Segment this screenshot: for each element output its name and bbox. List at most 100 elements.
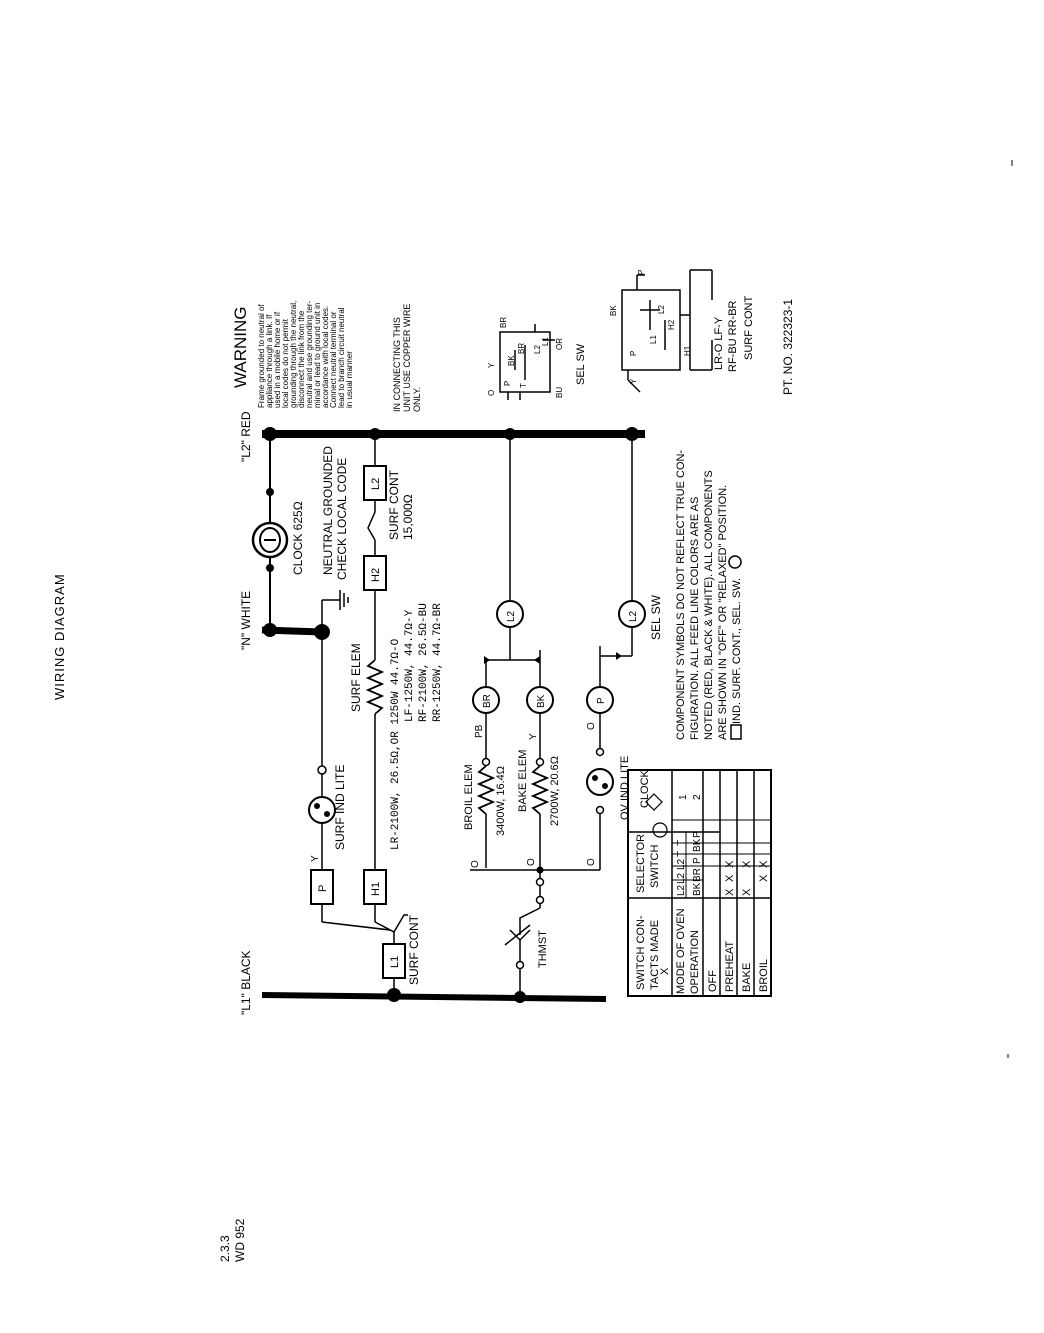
svg-text:T: T (676, 851, 687, 857)
warning-title: WARNING (231, 306, 250, 388)
table-mark: X (758, 874, 770, 882)
surf-cont-right-label: SURF CONT (387, 469, 401, 540)
svg-text:appliance through a link. If: appliance through a link. If (265, 314, 274, 408)
svg-text:RR-1250W, 44.7Ω-BR: RR-1250W, 44.7Ω-BR (432, 603, 444, 722)
row-preheat-label: PREHEAT (724, 941, 736, 992)
surf-elem-label: SURF ELEM (349, 643, 363, 712)
svg-text:OR: OR (555, 338, 564, 350)
svg-text:BK: BK (692, 882, 703, 896)
broil-o-label: O (470, 860, 481, 868)
svg-text:TACTS MADE: TACTS MADE (649, 920, 661, 990)
ov-o-label-2: O (586, 858, 597, 866)
ov-ind-lite-symbol (586, 768, 614, 796)
svg-text:L2: L2 (676, 858, 687, 870)
svg-text:IN CONNECTING THIS: IN CONNECTING THIS (392, 317, 402, 412)
svg-text:minal or lead to ground unit i: minal or lead to ground unit in (313, 303, 322, 408)
oven-br-connector: BR (472, 686, 500, 714)
svg-text:L1: L1 (541, 337, 550, 346)
bake-elem-rating: 2700W, 20.6Ω (549, 756, 561, 826)
neutral-grounded-label: NEUTRAL GROUNDED (321, 446, 335, 575)
svg-text:T: T (676, 840, 687, 846)
svg-text:L2: L2 (506, 610, 517, 622)
surf-elem-ratings: LR-2100W, 26.5Ω,OR 1250W 44.7Ω-O LF-1250… (390, 603, 444, 850)
svg-text:NOTED (RED, BLACK & WHITE). A: NOTED (RED, BLACK & WHITE). ALL COMPONEN… (703, 470, 715, 740)
bus-nodes (263, 427, 639, 1003)
surf-h2-label: H2 (370, 568, 382, 582)
surf-cont-inset-pins: BK P L2 L1 H1 H2 P Y (609, 270, 692, 384)
svg-text:UNIT USE COPPER WIRE: UNIT USE COPPER WIRE (402, 304, 412, 412)
broil-elem-label: BROIL ELEM (463, 764, 475, 830)
sel-sw-l2-connector: L2 (618, 600, 646, 628)
broil-elem-resistor (476, 765, 496, 815)
sel-sw-inset (499, 324, 555, 400)
ind-surf-cont-legend-box (730, 724, 742, 740)
thmst-label: THMST (537, 930, 549, 968)
svg-text:P: P (503, 381, 512, 386)
bake-o-label: O (526, 858, 537, 866)
svg-text:P: P (629, 351, 638, 356)
check-local-code-label: CHECK LOCAL CODE (335, 458, 349, 580)
svg-text:O: O (487, 390, 496, 396)
part-number: PT. NO. 322323-1 (781, 299, 795, 395)
svg-text:LR-2100W, 26.5Ω,OR 1250W 44.7Ω: LR-2100W, 26.5Ω,OR 1250W 44.7Ω-O (390, 638, 402, 850)
svg-text:disconnect the link from the: disconnect the link from the (297, 310, 306, 408)
broil-elem-rating: 3400W, 16.4Ω (495, 766, 507, 836)
l1-bus-line (261, 992, 607, 1002)
svg-text:accordance with local codes.: accordance with local codes. (321, 306, 330, 408)
svg-text:Y: Y (487, 362, 496, 368)
sel-sw-inset-label: SEL SW (575, 343, 587, 385)
svg-text:SWITCH CON-: SWITCH CON- (635, 915, 647, 990)
sel-sw-legend-circle (728, 555, 742, 569)
svg-text:L2: L2 (628, 610, 639, 622)
surf-y-label: Y (310, 855, 321, 862)
table-column-headers: L2 L2 L2 T T BK BR P BK P 1 2 (676, 794, 703, 896)
sel-sw-inset-pins: O Y BK BR BR T P L2 L1 BU OR (487, 317, 564, 398)
svg-text:in usual manner: in usual manner (345, 351, 354, 408)
surf-ind-lite-symbol (308, 796, 336, 824)
surf-elem-resistor (365, 659, 385, 715)
clock-symbol (251, 521, 289, 559)
svg-text:RF-BU RR-BR: RF-BU RR-BR (727, 300, 739, 372)
svg-text:neutral and use grounding ter-: neutral and use grounding ter- (305, 300, 314, 408)
svg-text:BK: BK (536, 694, 547, 708)
svg-text:H2: H2 (667, 319, 676, 330)
table-header-text: SWITCH CON- TACTS MADE X SELECTOR SWITCH… (635, 769, 701, 994)
svg-text:Connect neutral terminal or: Connect neutral terminal or (329, 311, 338, 408)
svg-text:BR: BR (692, 868, 703, 882)
svg-text:lead to branch circuit neutral: lead to branch circuit neutral (337, 307, 346, 408)
svg-text:L2: L2 (676, 872, 687, 884)
oven-l2-connector: L2 (496, 600, 524, 628)
surf-cont-inset-legend: LR-O LF-Y RF-BU RR-BR SURF CONT (713, 296, 755, 372)
svg-text:IND. SURF. CONT., SEL. SW.: IND. SURF. CONT., SEL. SW. (731, 578, 743, 724)
table-rows: OFF PREHEAT BAKE BROIL (707, 941, 770, 992)
row-bake-label: BAKE (741, 963, 753, 992)
svg-text:BK: BK (609, 305, 618, 316)
svg-text:P: P (596, 697, 607, 704)
n-line-label: "N" WHITE (239, 591, 253, 650)
svg-text:local codes do not permit: local codes do not permit (281, 318, 290, 408)
svg-text:BR: BR (517, 343, 526, 354)
copper-wire-note: IN CONNECTING THIS UNIT USE COPPER WIRE … (392, 304, 422, 412)
surf-cont-label: SURF CONT (407, 914, 421, 985)
surf-ind-lite-label: SURF IND LITE (333, 765, 347, 850)
svg-text:P: P (692, 857, 703, 864)
oven-pb-label: PB (474, 724, 485, 738)
svg-text:H1: H1 (683, 345, 692, 356)
svg-text:L2: L2 (533, 345, 542, 354)
svg-text:Frame grounded to neutral of: Frame grounded to neutral of (257, 304, 266, 408)
svg-text:LR-O LF-Y: LR-O LF-Y (713, 316, 725, 370)
svg-text:L2: L2 (657, 305, 666, 314)
sel-sw-label: SEL SW (649, 594, 663, 640)
oven-bk-connector: BK (526, 686, 554, 714)
svg-text:P: P (637, 270, 646, 275)
surf-cont-inset (621, 269, 713, 393)
switch-contacts-table (627, 769, 772, 997)
svg-text:P: P (692, 831, 703, 838)
ov-ind-lite-label: OV IND LITE (619, 756, 631, 820)
svg-text:RF-2100W, 26.5Ω-BU: RF-2100W, 26.5Ω-BU (418, 603, 430, 722)
svg-text:BU: BU (555, 387, 564, 398)
svg-text:LF-1250W, 44.7Ω-Y: LF-1250W, 44.7Ω-Y (404, 609, 416, 722)
svg-text:grounding through the neutral,: grounding through the neutral, (289, 301, 298, 408)
table-mark: X (724, 860, 736, 868)
